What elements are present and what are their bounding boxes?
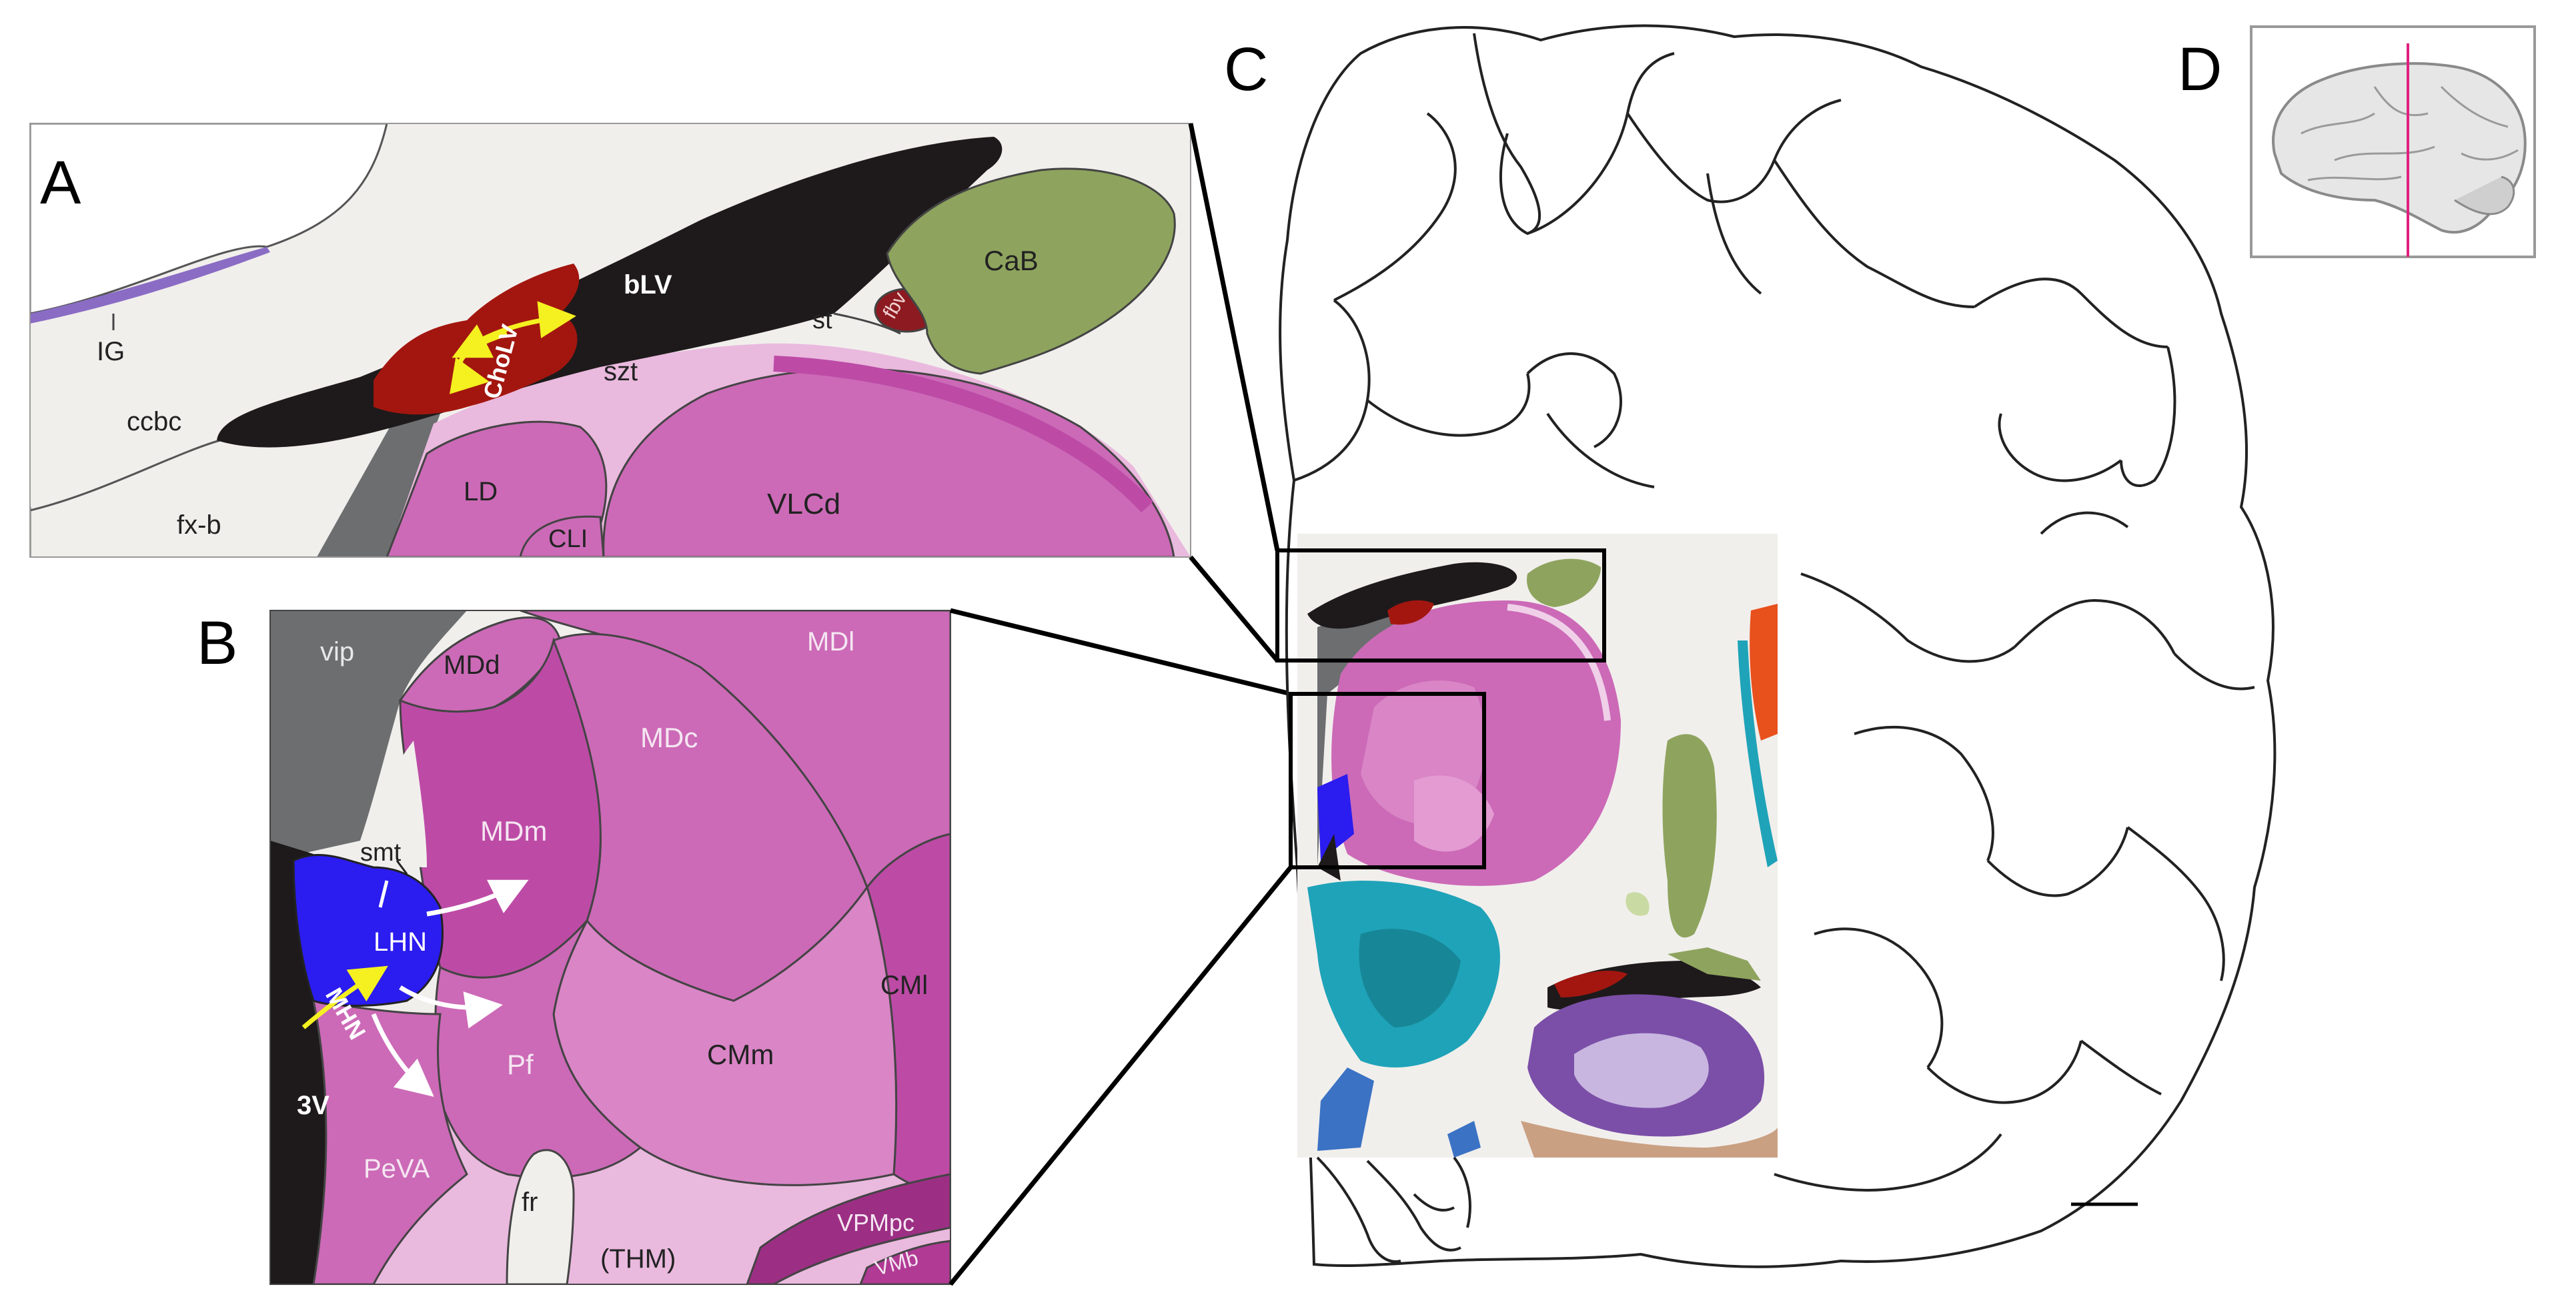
panel-a-frame (29, 123, 1191, 558)
label-cli: CLI (548, 525, 588, 553)
label-thm: (THM) (600, 1244, 676, 1274)
section-habenula (1317, 774, 1354, 861)
label-cab: CaB (984, 245, 1039, 276)
section-inferior-choroid (1554, 971, 1628, 997)
zoom-connectors (948, 123, 1293, 1286)
mhn-to-pf-arrow (371, 1013, 434, 1097)
lhn-mhn-divider (378, 880, 389, 908)
label-vip: vip (320, 637, 354, 667)
brain-gyri-lines (2301, 85, 2519, 181)
section-blue-patch (1317, 1067, 1374, 1151)
vmb-region (859, 1240, 950, 1284)
section-insula-orange (1750, 604, 1778, 741)
lhn-to-mdm-arrow (426, 879, 529, 917)
ig-strip (30, 247, 270, 324)
label-mdl: MDl (807, 627, 854, 656)
zoom-box-a (1275, 548, 1606, 663)
section-parahippocampal (1521, 1121, 1778, 1158)
lhn-to-pf-arrow (399, 985, 503, 1029)
connector-b-bottom (948, 865, 1293, 1286)
section-choroid (1387, 600, 1434, 625)
label-smt: smt (360, 839, 402, 867)
label-vlcd: VLCd (767, 488, 840, 520)
section-blue-small (1447, 1121, 1481, 1158)
section-colored-area (1297, 534, 1778, 1158)
label-fr: fr (522, 1188, 538, 1217)
panel-b-frame (269, 610, 951, 1285)
label-mdc: MDc (640, 722, 698, 753)
connector-a-bottom (1189, 555, 1279, 663)
caudate-body (886, 167, 1176, 375)
label-blv: bLV (624, 270, 672, 300)
cortical-sulci (1293, 33, 2255, 1192)
label-peva: PeVA (364, 1154, 430, 1184)
zoom-box-b (1289, 692, 1486, 869)
label-pf: Pf (507, 1049, 534, 1080)
section-tail-caudate (1668, 947, 1761, 981)
panel-b: B vip MDd MDl MDc MDm smt LHN MHN CMl CM… (197, 609, 951, 1285)
label-mdd: MDd (444, 650, 500, 680)
section-thalamus-border (1507, 604, 1611, 721)
panel-a-letter: A (40, 149, 81, 217)
panel-c-letter: C (1224, 35, 1268, 103)
section-white-matter (1317, 600, 1427, 867)
fr-region (506, 1149, 575, 1284)
panel-c: C (1224, 24, 2277, 1268)
section-ventricle (1307, 562, 1517, 629)
section-cyan-inner (1359, 929, 1461, 1027)
label-ccbc: ccbc (127, 407, 181, 436)
mhn-input-arrow (301, 965, 388, 1029)
smt-leader-line (396, 860, 408, 875)
label-mdm: MDm (480, 815, 547, 847)
white-matter-wedge (317, 414, 440, 557)
label-lhn: LHN (374, 927, 427, 957)
label-st: st (812, 306, 832, 334)
panel-b-letter: B (197, 609, 237, 677)
connector-b-top (950, 608, 1291, 697)
section-claustrum-band (1738, 640, 1778, 867)
section-cm-complex (1414, 775, 1494, 852)
stria-terminalis (833, 312, 901, 335)
label-szt: szt (604, 357, 638, 386)
section-putamen (1662, 734, 1717, 938)
cholv-arrow-back (452, 324, 508, 358)
section-hippocampus-inner (1574, 1033, 1709, 1108)
section-caudate-top (1527, 558, 1601, 607)
vlcd-border-band (773, 356, 1153, 513)
smt-region (360, 741, 427, 867)
panel-a: A IG ccbc fx-b bLV ChoLV szt st fbv CaB … (29, 123, 1191, 558)
section-small-green (1626, 892, 1650, 916)
label-cmm: CMm (707, 1039, 774, 1070)
label-3v: 3V (297, 1091, 330, 1120)
label-vpmpc: VPMpc (837, 1209, 914, 1236)
label-ld: LD (464, 477, 498, 506)
label-ig: IG (97, 337, 125, 366)
label-fx-b: fx-b (177, 510, 221, 540)
vpmpc-region (746, 1173, 950, 1284)
habenula-region (292, 853, 444, 1007)
brain-cerebellum (2454, 175, 2515, 215)
label-cml: CMl (880, 971, 928, 1000)
medial-temporal-lines (1316, 1156, 1471, 1263)
ccbc-boundary (30, 439, 221, 512)
cortex-region (30, 123, 388, 315)
vip-region (270, 610, 467, 861)
panel-d-letter: D (2178, 35, 2222, 103)
connector-a-top (1188, 123, 1280, 551)
cli-region (519, 515, 605, 557)
panel-d: D (2178, 25, 2536, 258)
